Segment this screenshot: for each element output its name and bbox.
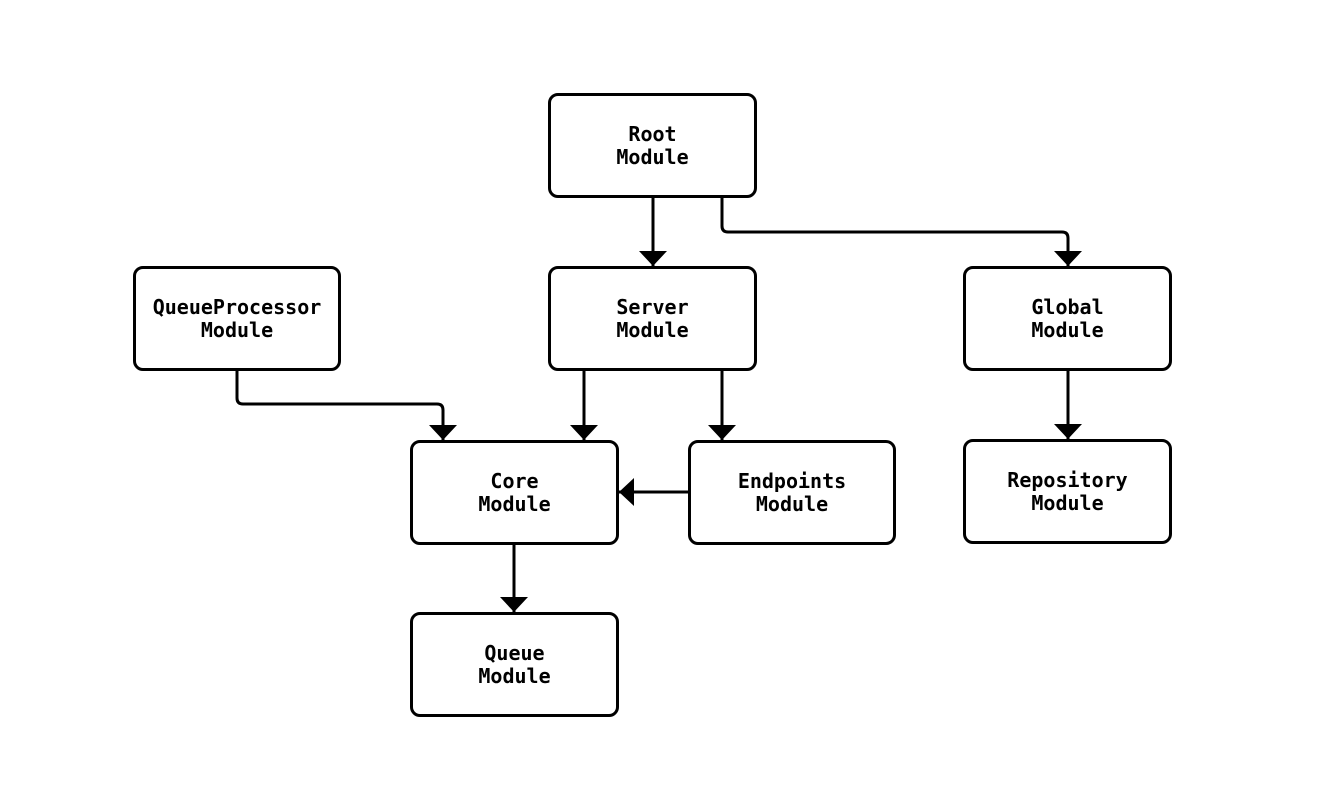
node-label-line: Repository (1007, 467, 1128, 492)
edge-queueprocessor-to-core (235, 371, 457, 440)
node-label-line: Queue (484, 640, 545, 665)
node-label-line: Module (616, 144, 689, 169)
node-label-line: Module (200, 317, 274, 342)
node-label-line: Module (616, 317, 689, 342)
node-label-line: Root (628, 121, 677, 146)
node-label-line: Module (478, 663, 551, 688)
node-label-line: Module (1031, 317, 1104, 342)
node-label-line: Module (478, 491, 551, 516)
node-label-line: Global (1031, 294, 1104, 319)
edge-root-to-global (720, 198, 1082, 266)
node-label-line: QueueProcessor (152, 294, 322, 319)
node-label-line: Module (1031, 490, 1104, 515)
node-label-line: Endpoints (737, 468, 847, 493)
node-label-line: Server (616, 294, 689, 319)
node-label-line: Module (755, 491, 829, 516)
edge-group (235, 198, 1082, 612)
node-label-line: Core (490, 468, 539, 493)
